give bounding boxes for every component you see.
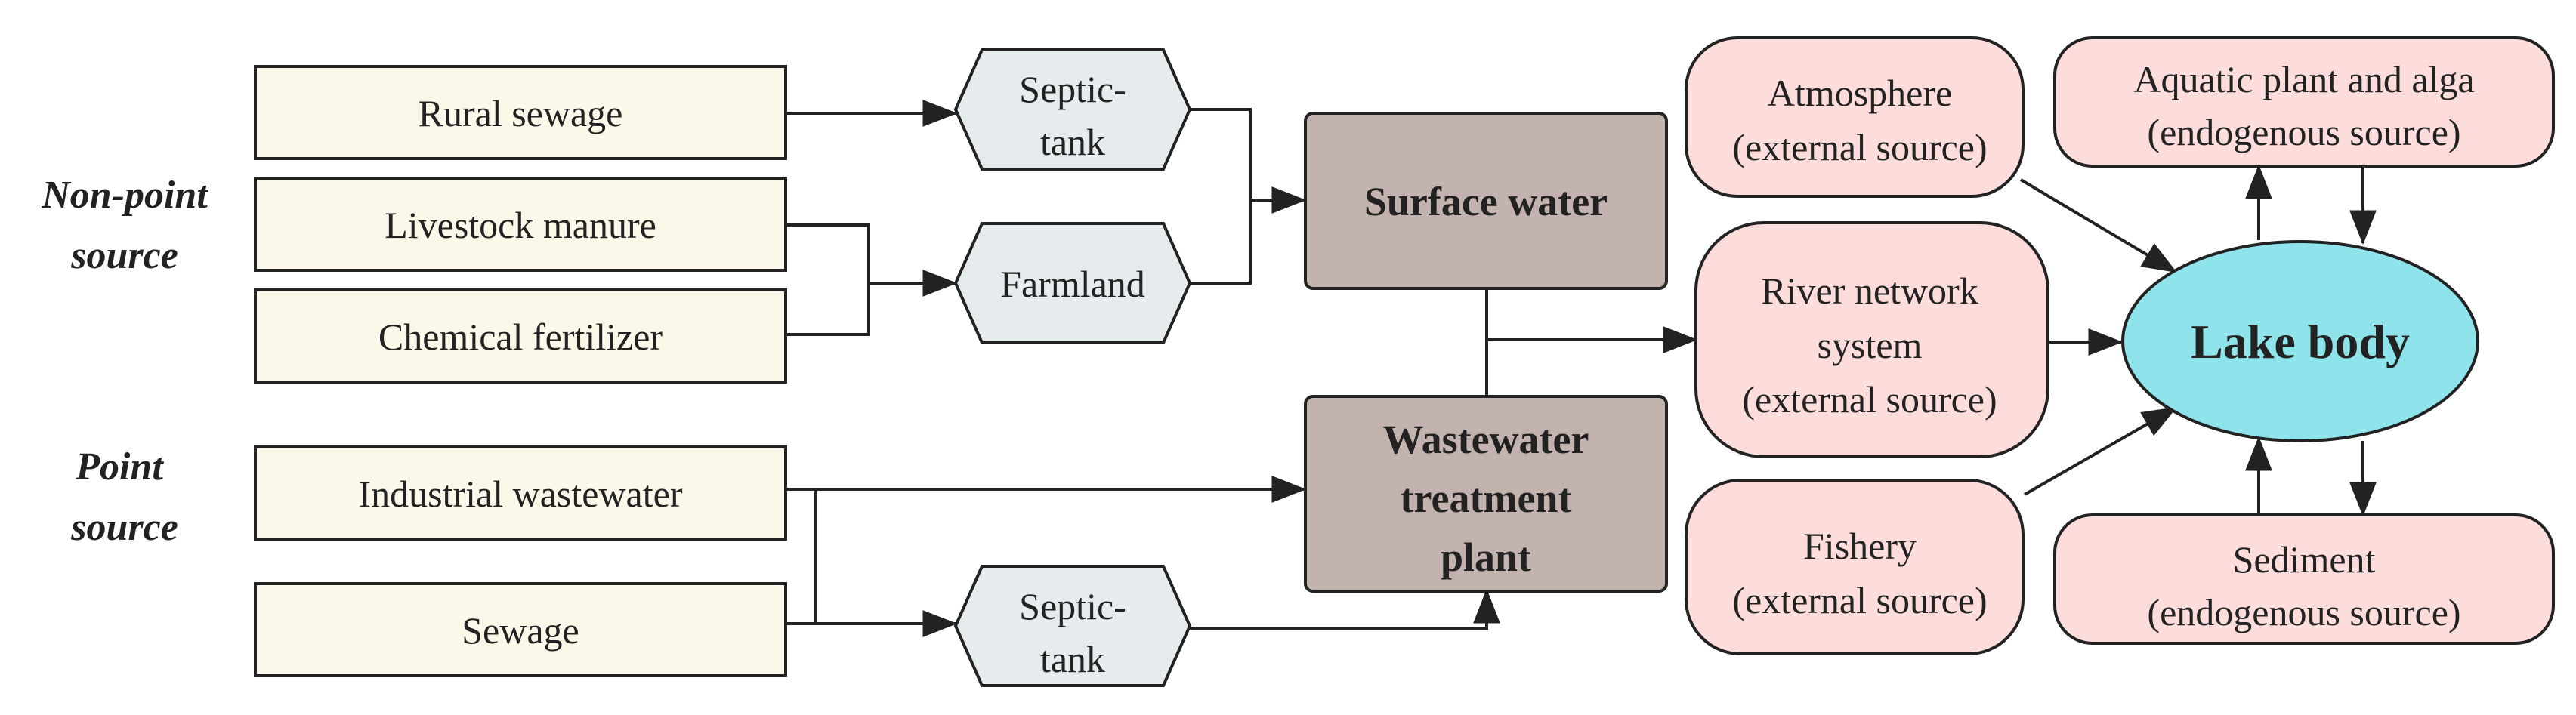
livestock-manure-box: Livestock manure bbox=[254, 177, 787, 272]
wastewater-plant-line1: Wastewater bbox=[1383, 417, 1589, 462]
wastewater-plant-box: Wastewater treatment plant bbox=[1304, 395, 1668, 593]
arrow-atmosphere-to-lake bbox=[2019, 178, 2177, 273]
septic-tank-bottom-hex: Septic- tank bbox=[953, 565, 1192, 687]
intermediate-nodes: Septic- tank Farmland Septic- tank bbox=[953, 48, 1192, 687]
farmland-label: Farmland bbox=[1000, 263, 1145, 305]
sediment-line2: (endogenous source) bbox=[2147, 591, 2460, 633]
rural-sewage-label: Rural sewage bbox=[419, 92, 623, 134]
septic-tank-top-line2: tank bbox=[1040, 121, 1105, 163]
industrial-wastewater-label: Industrial wastewater bbox=[358, 473, 682, 515]
wastewater-plant-line2: treatment bbox=[1401, 476, 1572, 521]
sediment-line1: Sediment bbox=[2233, 538, 2376, 581]
arrow-septic-to-plant bbox=[1190, 588, 1500, 630]
surface-water-box: Surface water bbox=[1304, 112, 1668, 290]
external-sources: Atmosphere (external source) River netwo… bbox=[1685, 36, 2049, 655]
point-label-line2: source bbox=[70, 506, 178, 549]
surface-water-label: Surface water bbox=[1364, 179, 1608, 224]
livestock-manure-label: Livestock manure bbox=[385, 204, 656, 246]
septic-tank-top-line1: Septic- bbox=[1019, 68, 1126, 110]
nonpoint-label-line1: Non-point bbox=[41, 174, 208, 217]
arrow-fishery-to-lake bbox=[2024, 406, 2177, 496]
endogenous-sources: Aquatic plant and alga (endogenous sourc… bbox=[2053, 36, 2555, 645]
treatment-nodes: Surface water Wastewater treatment plant bbox=[1304, 112, 1668, 593]
river-network-line1: River network bbox=[1761, 270, 1978, 312]
fishery-node: Fishery (external source) bbox=[1685, 479, 2025, 655]
aquatic-plant-line1: Aquatic plant and alga bbox=[2133, 58, 2474, 100]
atmosphere-node: Atmosphere (external source) bbox=[1685, 36, 2025, 198]
chemical-fertilizer-box: Chemical fertilizer bbox=[254, 288, 787, 384]
atmosphere-line2: (external source) bbox=[1732, 126, 1987, 168]
line-livestock-chemical-bracket bbox=[786, 223, 870, 336]
fishery-line1: Fishery bbox=[1803, 525, 1917, 567]
sediment-node: Sediment (endogenous source) bbox=[2053, 513, 2555, 645]
side-labels: Non-point source Point source bbox=[41, 174, 208, 549]
lake-body-label: Lake body bbox=[2191, 315, 2410, 368]
river-network-node: River network system (external source) bbox=[1694, 221, 2049, 458]
sewage-label: Sewage bbox=[462, 609, 579, 652]
septic-tank-bottom-line1: Septic- bbox=[1019, 585, 1126, 627]
septic-tank-top-hex: Septic- tank bbox=[953, 48, 1192, 171]
fishery-line2: (external source) bbox=[1732, 579, 1987, 621]
industrial-wastewater-box: Industrial wastewater bbox=[254, 445, 787, 541]
septic-tank-bottom-line2: tank bbox=[1040, 638, 1105, 680]
source-boxes: Rural sewage Livestock manure Chemical f… bbox=[254, 65, 787, 677]
aquatic-plant-node: Aquatic plant and alga (endogenous sourc… bbox=[2053, 36, 2555, 168]
rural-sewage-box: Rural sewage bbox=[254, 65, 787, 160]
river-network-line3: (external source) bbox=[1742, 378, 1997, 421]
lake-body-node: Lake body bbox=[2121, 240, 2479, 442]
aquatic-plant-line2: (endogenous source) bbox=[2147, 111, 2460, 153]
farmland-hex: Farmland bbox=[953, 222, 1192, 344]
line-septic-farmland-bracket bbox=[1190, 108, 1252, 285]
river-network-line2: system bbox=[1818, 324, 1923, 366]
chemical-fertilizer-label: Chemical fertilizer bbox=[378, 316, 663, 358]
sewage-box: Sewage bbox=[254, 582, 787, 677]
point-label-line1: Point bbox=[75, 445, 164, 488]
nonpoint-label-line2: source bbox=[70, 234, 178, 277]
atmosphere-line1: Atmosphere bbox=[1768, 72, 1952, 114]
wastewater-plant-line3: plant bbox=[1441, 535, 1531, 580]
connectors bbox=[786, 100, 2377, 637]
